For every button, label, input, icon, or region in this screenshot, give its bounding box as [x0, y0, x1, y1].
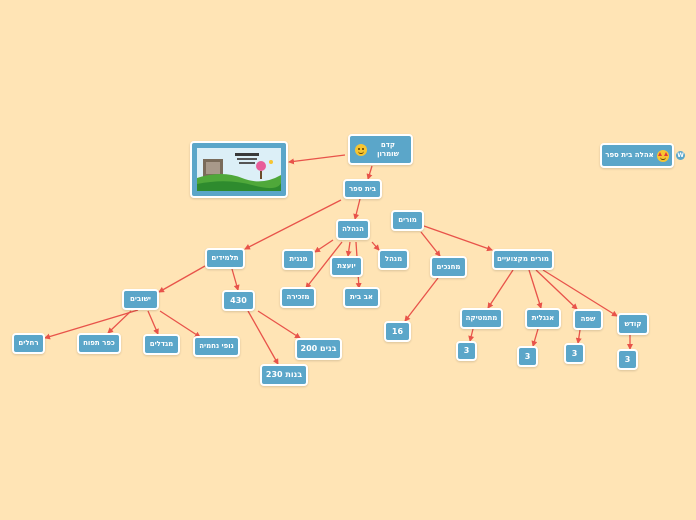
- heart-eyes-face-icon: [656, 149, 669, 162]
- girls-node[interactable]: בנות 230: [260, 364, 308, 386]
- connector-arrow: [371, 241, 380, 251]
- settlements-label: ישובים: [130, 295, 151, 304]
- settlement-node-3[interactable]: מגדלים: [143, 334, 180, 355]
- boys-label: בנים 200: [300, 344, 337, 353]
- connector-arrow: [158, 265, 206, 293]
- english-node[interactable]: אנגלית: [525, 308, 561, 329]
- head-deputy-label: מגנית: [289, 255, 308, 264]
- side-topic-label: אהלה בית ספר: [605, 151, 654, 160]
- school-landscape-image: [197, 148, 281, 191]
- counselor-node[interactable]: יועצת: [330, 256, 363, 277]
- school-label: בית ספר: [348, 184, 377, 193]
- school-logo-image-node[interactable]: [190, 141, 288, 198]
- connector-arrow: [147, 310, 159, 335]
- connector-arrow: [423, 225, 493, 252]
- connector-arrow: [44, 309, 139, 340]
- settlement-label-1: רחלים: [18, 339, 39, 348]
- head-deputy-node[interactable]: מגנית: [282, 249, 315, 270]
- math-count-node[interactable]: 3: [456, 341, 477, 361]
- educators-label: מחנכים: [436, 262, 461, 271]
- connector-arrow: [314, 239, 334, 253]
- connector-arrow: [420, 231, 441, 257]
- connector-arrow: [528, 269, 543, 309]
- students-total-node[interactable]: 430: [222, 290, 255, 311]
- management-node[interactable]: הנהלה: [336, 219, 370, 240]
- counselor-label: יועצת: [337, 262, 356, 271]
- connector-arrow: [404, 277, 439, 322]
- torah-node[interactable]: קודש: [617, 313, 649, 335]
- settlement-node-2[interactable]: כפר תפוח: [77, 333, 121, 354]
- connector-arrow: [542, 269, 618, 317]
- educators-count-node[interactable]: 16: [384, 321, 411, 342]
- connector-arrow: [531, 328, 539, 347]
- language-node[interactable]: שפה: [573, 309, 603, 330]
- girls-label: בנות 230: [265, 370, 303, 379]
- school-node[interactable]: בית ספר: [343, 179, 382, 199]
- students-total-label: 430: [230, 295, 247, 305]
- connector-arrow: [575, 329, 582, 344]
- connector-arrow: [345, 241, 352, 257]
- settlement-label-4: נופי נחמיה: [199, 342, 234, 351]
- connector-arrow: [487, 269, 514, 309]
- connector-arrow: [305, 241, 343, 289]
- connector-arrow: [107, 310, 132, 334]
- boys-node[interactable]: בנים 200: [295, 338, 342, 360]
- management-label: הנהלה: [342, 225, 364, 234]
- settlements-node[interactable]: ישובים: [122, 289, 159, 310]
- settlement-label-3: מגדלים: [149, 340, 174, 349]
- torah-label: קודש: [624, 319, 642, 328]
- english-label: אנגלית: [531, 314, 555, 323]
- settlement-label-2: כפר תפוח: [83, 339, 115, 348]
- math-label: מתמטיקה: [465, 314, 498, 323]
- root-node[interactable]: קדם שומרון: [348, 134, 413, 165]
- language-label: שפה: [580, 315, 596, 324]
- language-count-node[interactable]: 3: [564, 343, 585, 364]
- supervisor-node[interactable]: מנהל: [378, 249, 409, 270]
- root-label: קדם שומרון: [377, 140, 399, 158]
- students-node[interactable]: תלמידים: [205, 248, 245, 269]
- professional-teachers-label: מורים מקצועיים: [497, 255, 549, 264]
- teachers-label: מורים: [398, 216, 417, 225]
- connector-arrow: [468, 328, 475, 342]
- connector-arrow: [366, 165, 373, 180]
- connector-arrow: [231, 268, 240, 291]
- english-count-label: 3: [524, 351, 531, 361]
- connector-arrow: [244, 199, 342, 250]
- connector-arrow: [288, 154, 346, 165]
- math-node[interactable]: מתמטיקה: [460, 308, 503, 329]
- professional-teachers-node[interactable]: מורים מקצועיים: [492, 249, 554, 270]
- connector-arrow: [159, 310, 201, 338]
- educators-count-label: 16: [391, 326, 404, 336]
- wordpress-icon[interactable]: W: [676, 151, 685, 160]
- settlement-node-4[interactable]: נופי נחמיה: [193, 336, 240, 357]
- connector-arrow: [535, 269, 578, 310]
- housekeeper-node[interactable]: אב בית: [343, 287, 380, 308]
- secretary-label: מזכירה: [286, 293, 310, 302]
- connector-arrow: [257, 310, 301, 339]
- students-label: תלמידים: [211, 254, 239, 263]
- torah-count-node[interactable]: 3: [617, 349, 638, 370]
- housekeeper-label: אב בית: [350, 293, 373, 302]
- side-topic-node[interactable]: אהלה בית ספר: [600, 143, 674, 168]
- supervisor-label: מנהל: [384, 255, 403, 264]
- connector-arrow: [247, 310, 279, 365]
- smiling-face-icon: [355, 143, 367, 156]
- torah-count-label: 3: [624, 354, 631, 364]
- connector-arrow: [353, 198, 361, 220]
- secretary-node[interactable]: מזכירה: [280, 287, 316, 308]
- teachers-node[interactable]: מורים: [391, 210, 424, 231]
- settlement-node-1[interactable]: רחלים: [12, 333, 45, 354]
- english-count-node[interactable]: 3: [517, 346, 538, 367]
- educators-node[interactable]: מחנכים: [430, 256, 467, 278]
- language-count-label: 3: [571, 348, 578, 358]
- math-count-label: 3: [463, 346, 470, 355]
